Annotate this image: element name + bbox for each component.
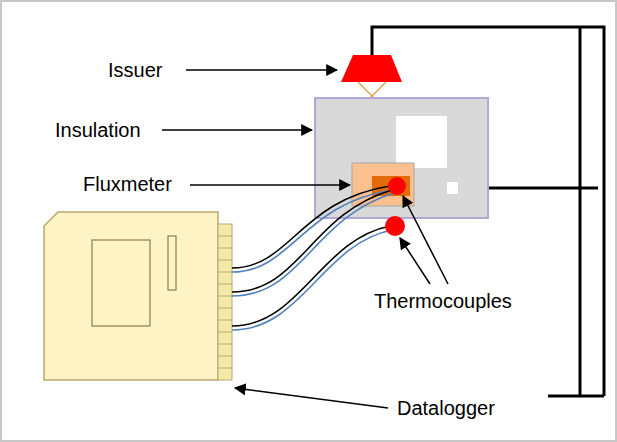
thermocouple-junction: [385, 216, 405, 236]
datalogger-slot: [168, 236, 176, 290]
callout-label: Datalogger: [397, 396, 495, 420]
insulation-cavity: [396, 116, 447, 168]
datalogger-screen: [92, 240, 150, 326]
callout-label: Insulation: [55, 118, 141, 142]
insulation-slot: [447, 182, 458, 194]
thermocouple-junction: [388, 177, 406, 195]
issuer-lamp: [341, 55, 402, 82]
datalogger-connector: [218, 224, 232, 380]
datalogger-body: [44, 212, 218, 380]
callout-label: Thermocouples: [374, 289, 512, 313]
insulation-block: [315, 98, 488, 218]
leader-arrows: [162, 70, 448, 408]
callout-label: Fluxmeter: [83, 172, 172, 196]
thermocouple-wires: [232, 186, 394, 330]
callout-label: Issuer: [108, 58, 162, 82]
connector-pins: [218, 236, 232, 368]
